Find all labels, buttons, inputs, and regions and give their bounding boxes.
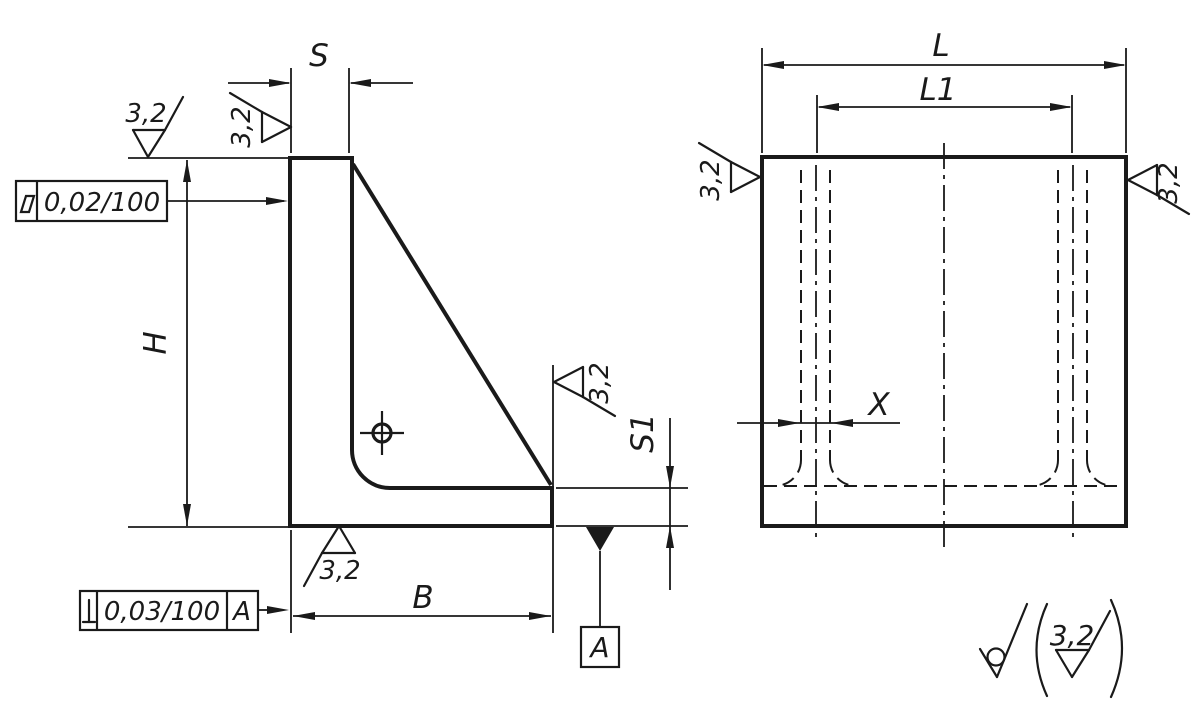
side-view: S H B S1 0,02/100 xyxy=(14,38,688,669)
dimension-l1: L1 xyxy=(816,72,1073,153)
datum-label: A xyxy=(588,631,609,664)
surface-finish-symbol-right: 3,2 xyxy=(552,362,617,418)
dim-x-label: X xyxy=(866,387,890,423)
gusset-rib-edge xyxy=(351,162,553,487)
perpendicularity-datum-ref: A xyxy=(231,597,251,627)
surface-finish-symbol-top: 3,2 xyxy=(125,95,185,159)
surface-finish-symbol-front-left: 3,2 xyxy=(696,141,762,201)
dimension-l: L xyxy=(761,28,1127,153)
open-paren xyxy=(1035,602,1049,698)
hole-center-mark xyxy=(360,411,404,455)
arrowhead xyxy=(349,79,371,87)
roughness-value: 3,2 xyxy=(696,159,726,200)
perpendicularity-value: 0,03/100 xyxy=(104,597,220,627)
roughness-value: 3,2 xyxy=(1154,162,1184,203)
flatness-value: 0,02/100 xyxy=(44,188,160,218)
arrowhead xyxy=(266,197,288,205)
dimension-h: H xyxy=(138,160,191,526)
arrowhead xyxy=(778,419,800,427)
arrowhead xyxy=(831,419,853,427)
dimension-x: X xyxy=(737,387,900,427)
arrowhead xyxy=(269,79,291,87)
dimension-s: S xyxy=(228,38,413,87)
dim-s-label: S xyxy=(309,38,329,74)
dim-l-label: L xyxy=(932,28,949,64)
flatness-symbol-icon xyxy=(19,194,36,214)
dimension-s1: S1 xyxy=(625,413,674,590)
perpendicularity-symbol-icon xyxy=(81,598,97,624)
arrowhead xyxy=(183,504,191,526)
roughness-symbol-in-note: 3,2 xyxy=(1050,609,1112,679)
arrowhead xyxy=(817,103,839,111)
datum-feature-symbol: A xyxy=(579,527,621,669)
roughness-value: 3,2 xyxy=(125,99,166,129)
roughness-value: 3,2 xyxy=(585,362,615,403)
dim-h-label: H xyxy=(138,331,174,354)
close-paren xyxy=(1109,598,1124,699)
surface-finish-symbol-bottom: 3,2 xyxy=(302,524,361,588)
arrowhead xyxy=(1050,103,1072,111)
dimension-b: B xyxy=(293,580,551,620)
center-lines xyxy=(815,143,1074,548)
arrowhead xyxy=(183,160,191,182)
dim-l1-label: L1 xyxy=(920,72,957,108)
roughness-value: 3,2 xyxy=(227,106,257,147)
dim-s1-label: S1 xyxy=(625,413,661,452)
perpendicularity-tolerance-frame: 0,03/100 A xyxy=(78,589,289,632)
datum-triangle-icon xyxy=(586,527,614,551)
hidden-hole-lines xyxy=(764,170,1124,487)
extension-lines xyxy=(128,68,688,633)
general-roughness-note: 3,2 xyxy=(978,598,1124,699)
basic-surface-symbol-icon xyxy=(978,602,1029,679)
front-view: L L1 X 3,2 xyxy=(696,28,1191,548)
arrowhead xyxy=(293,612,315,620)
arrowhead xyxy=(666,466,674,488)
arrowhead xyxy=(529,612,551,620)
arrowhead xyxy=(666,526,674,548)
roughness-value: 3,2 xyxy=(319,556,360,586)
bracket-outline xyxy=(288,156,554,528)
surface-finish-symbol-front-right: 3,2 xyxy=(1126,162,1191,216)
flatness-tolerance-frame: 0,02/100 xyxy=(14,179,288,223)
arrowhead xyxy=(762,61,784,69)
arrowhead xyxy=(267,606,289,614)
dim-b-label: B xyxy=(412,580,433,616)
arrowhead xyxy=(1104,61,1126,69)
roughness-value: 3,2 xyxy=(1050,619,1095,652)
surface-finish-symbol-left: 3,2 xyxy=(227,91,293,148)
